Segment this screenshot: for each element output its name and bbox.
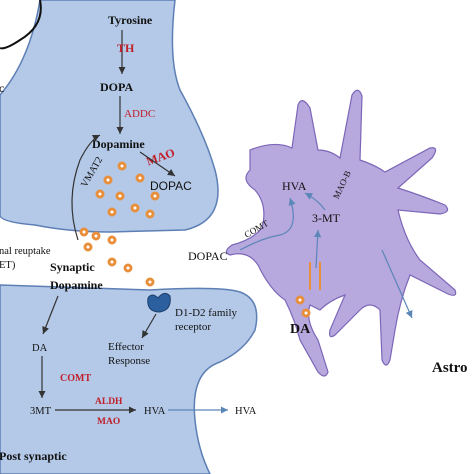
dopamine-label: Dopamine — [92, 137, 145, 151]
synaptic-label: Synaptic — [50, 260, 95, 274]
astro-dopac-label: DOPAC — [188, 249, 228, 263]
effector-label-line1: Effector — [108, 341, 144, 353]
arrow-dopac-hva — [239, 197, 296, 251]
vesicle-cluster — [95, 161, 160, 219]
postsynaptic-neuron — [0, 284, 258, 474]
arrow-receptor-effector — [141, 313, 157, 339]
effector-label-line2: Response — [108, 355, 150, 367]
reuptake-label-line2: ET) — [0, 260, 16, 271]
astro-hva-label: HVA — [282, 179, 307, 193]
post-synaptic-label: Post synaptic — [0, 449, 67, 463]
post-3mt-label: 3MT — [30, 406, 52, 417]
synaptic-dopamine-label: Dopamine — [50, 278, 103, 292]
astro-out-arrow — [381, 249, 413, 319]
post-comt-label: COMT — [60, 373, 91, 384]
reuptake-label-line1: nal reuptake — [0, 246, 51, 257]
arrow-da-3mt-astro — [314, 229, 322, 269]
th-enzyme-label: TH — [117, 41, 135, 55]
partial-c-label: c — [0, 81, 4, 95]
post-hva-label: HVA — [144, 406, 166, 417]
astro-da-label: DA — [290, 322, 311, 337]
post-aldh-label: ALDH — [95, 397, 123, 407]
reuptake-arrow — [71, 134, 101, 241]
arrow-dopamine-dopac — [139, 151, 176, 177]
post-mao-label: MAO — [97, 417, 120, 427]
astrocyte-label: Astro — [432, 360, 468, 376]
receptor-label-line1: D1-D2 family — [175, 307, 238, 319]
presynaptic-neuron — [0, 0, 219, 233]
astrocyte-cell — [225, 89, 457, 377]
dopa-label: DOPA — [100, 80, 133, 94]
astro-vesicles — [295, 295, 311, 318]
addc-enzyme-label: ADDC — [124, 108, 155, 120]
post-hva-out-label: HVA — [235, 406, 257, 417]
tyrosine-label: Tyrosine — [108, 13, 153, 27]
axon-line — [0, 0, 42, 50]
d1-d2-receptor — [147, 292, 171, 313]
arrow-3mt-hva — [304, 192, 326, 211]
dopac-label: DOPAC — [150, 179, 192, 193]
arrow-synaptic-da — [42, 295, 59, 335]
synaptic-vesicles — [79, 227, 155, 287]
receptor-label-line2: receptor — [175, 321, 211, 333]
post-da-label: DA — [32, 343, 48, 354]
astro-3mt-label: 3-MT — [312, 211, 341, 225]
